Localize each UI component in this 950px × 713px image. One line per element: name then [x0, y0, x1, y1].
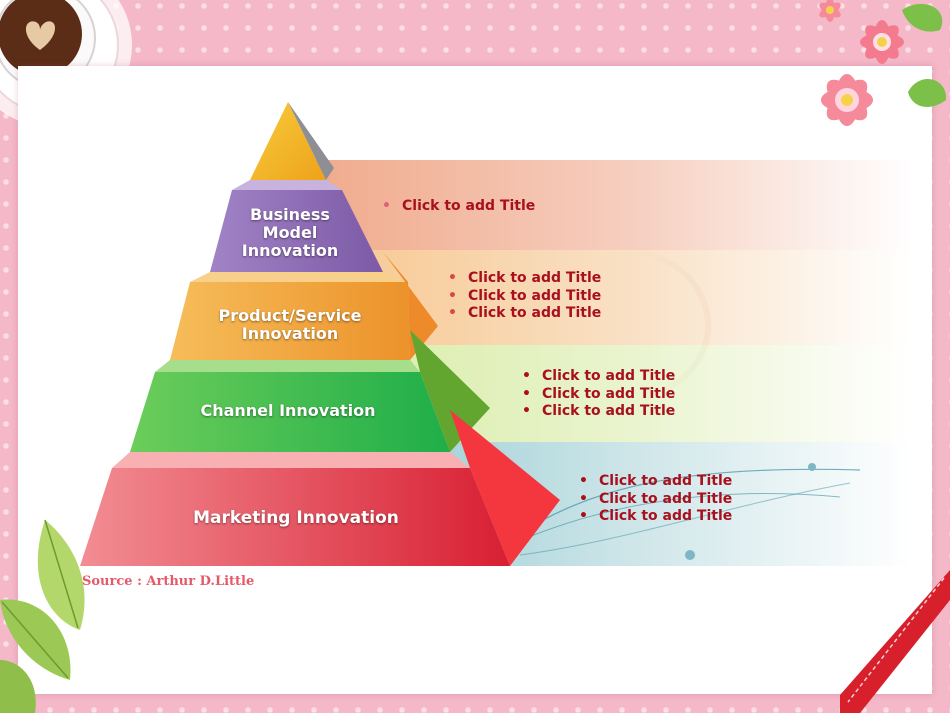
source-caption: Source : Arthur D.Little: [82, 574, 255, 589]
pyramid-tier-3: [130, 372, 450, 452]
bullet-item[interactable]: Click to add Title: [522, 386, 675, 404]
tier-1-bullets: Click to add Title: [382, 198, 535, 216]
tier-3-label: Channel Innovation: [200, 401, 376, 420]
bullet-item[interactable]: Click to add Title: [448, 270, 601, 288]
pink-flower-icon: [819, 0, 947, 126]
bullet-item[interactable]: Click to add Title: [522, 403, 675, 421]
bullet-item[interactable]: Click to add Title: [579, 508, 732, 526]
tier-3-bullets: Click to add Title Click to add Title Cl…: [522, 368, 675, 421]
bullet-item[interactable]: Click to add Title: [448, 288, 601, 306]
tier-2-label: Product/Service Innovation: [218, 306, 362, 343]
pyramid-tier-2: [170, 282, 410, 360]
tier-4-label: Marketing Innovation: [193, 508, 399, 528]
bullet-item[interactable]: Click to add Title: [382, 198, 535, 216]
tier-4-bullets: Click to add Title Click to add Title Cl…: [579, 473, 732, 526]
bullet-item[interactable]: Click to add Title: [579, 473, 732, 491]
green-leaf-icon: [0, 519, 85, 713]
red-ribbon-icon: [840, 570, 950, 713]
tier-2-bullets: Click to add Title Click to add Title Cl…: [448, 270, 601, 323]
bullet-item[interactable]: Click to add Title: [448, 305, 601, 323]
pyramid-tier-4: [80, 468, 510, 566]
pyramid-tier-1: [210, 190, 383, 272]
bullet-item[interactable]: Click to add Title: [522, 368, 675, 386]
coffee-cup-icon: [0, 0, 132, 127]
bullet-item[interactable]: Click to add Title: [579, 491, 732, 509]
tier-1-label: Business Model Innovation: [241, 205, 339, 260]
pyramid-apex: [250, 102, 326, 180]
